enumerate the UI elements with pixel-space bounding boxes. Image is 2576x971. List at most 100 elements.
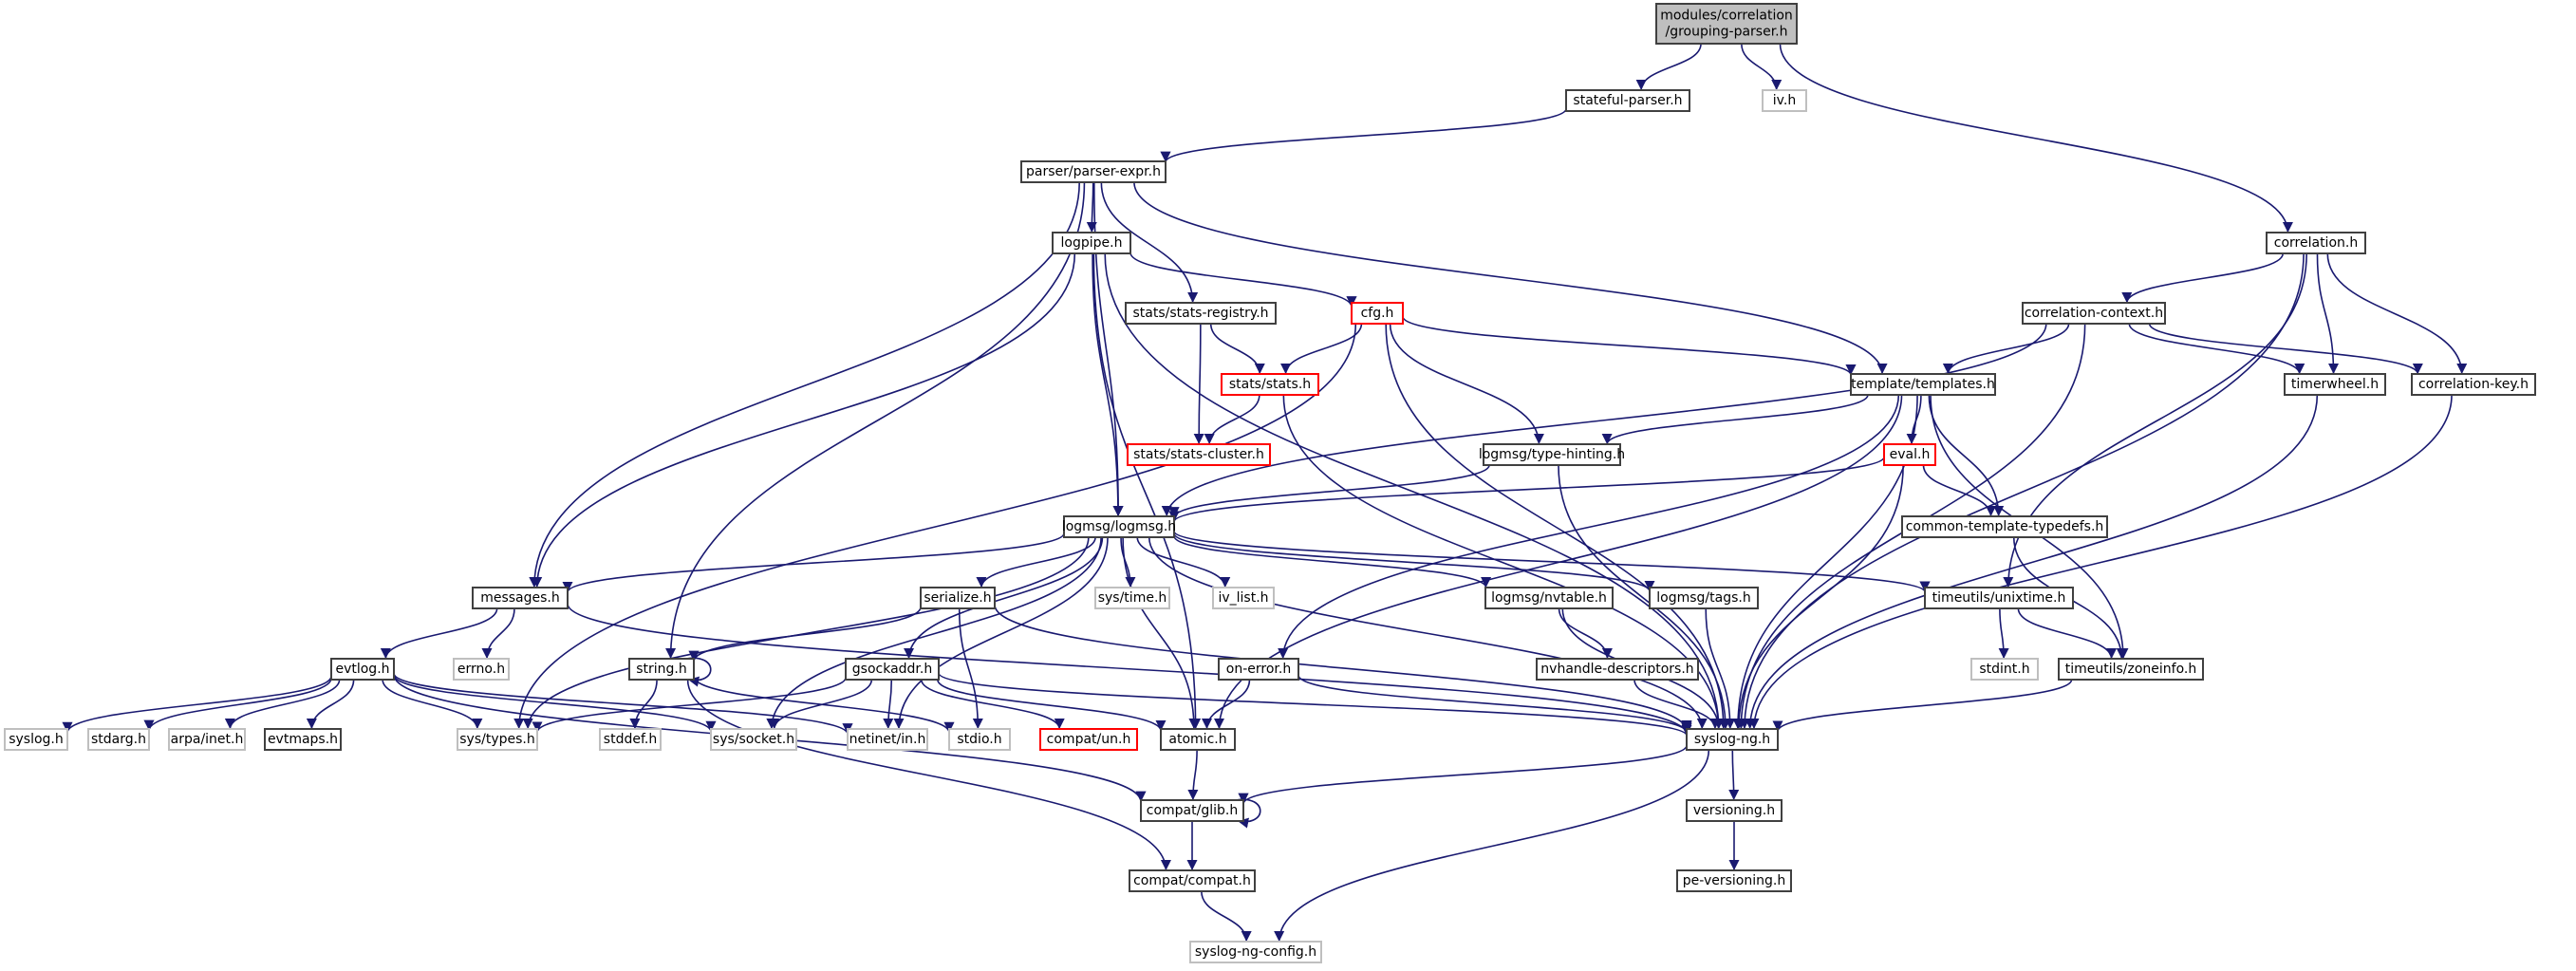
node-compat-un[interactable]: compat/un.h (1039, 728, 1138, 751)
node-stateful-parser[interactable]: stateful-parser.h (1565, 89, 1690, 112)
node-label: template/templates.h (1851, 377, 1995, 392)
node-correlation-context[interactable]: correlation-context.h (2022, 302, 2166, 325)
edge-line (1104, 252, 1725, 730)
node-atomic[interactable]: atomic.h (1160, 728, 1236, 751)
edge-line (1238, 744, 1688, 805)
node-logmsg[interactable]: logmsg/logmsg.h (1062, 515, 1176, 538)
edge-root-to-correlation (1779, 43, 2293, 233)
edge-line (1100, 181, 1199, 304)
node-nvhandle-descriptors[interactable]: nvhandle-descriptors.h (1536, 658, 1699, 681)
node-label: messages.h (480, 590, 560, 606)
node-root[interactable]: modules/correlation/grouping-parser.h (1655, 3, 1798, 45)
edge-line (685, 657, 712, 687)
node-on-error[interactable]: on-error.h (1218, 658, 1299, 681)
edge-cfg-to-templates (1402, 316, 1857, 376)
edge-line (1193, 323, 1204, 445)
edge-string-to-stddef (629, 679, 658, 730)
edge-eval-to-logmsg (1168, 456, 1885, 523)
node-string[interactable]: string.h (628, 658, 695, 681)
node-timerwheel[interactable]: timerwheel.h (2284, 373, 2386, 396)
edge-line (1705, 607, 1736, 730)
edge-cfg-to-syslog-ng (1385, 323, 1729, 730)
edge-type-hinting-to-logmsg (1168, 464, 1490, 518)
node-messages[interactable]: messages.h (472, 587, 569, 609)
node-stats-cluster[interactable]: stats/stats-cluster.h (1127, 443, 1271, 466)
edge-cfg-to-stats (1280, 323, 1363, 375)
node-zoneinfo[interactable]: timeutils/zoneinfo.h (2058, 658, 2204, 681)
node-label: logmsg/tags.h (1656, 590, 1750, 606)
node-parser-expr[interactable]: parser/parser-expr.h (1020, 160, 1167, 183)
edge-line (529, 181, 1080, 588)
node-label: parser/parser-expr.h (1026, 164, 1161, 179)
node-label: /grouping-parser.h (1665, 25, 1787, 40)
node-compat-compat[interactable]: compat/compat.h (1129, 869, 1256, 892)
edge-line (1280, 323, 1363, 375)
node-label: evtmaps.h (268, 732, 338, 747)
node-cfg[interactable]: cfg.h (1351, 302, 1404, 325)
node-errno: errno.h (453, 658, 510, 681)
node-templates[interactable]: template/templates.h (1850, 373, 1996, 396)
edge-gsockaddr-to-netinet-in (883, 679, 894, 730)
edge-serialize-to-string (688, 607, 922, 663)
node-syslog-ng[interactable]: syslog-ng.h (1686, 728, 1779, 751)
edge-line (1168, 464, 1490, 518)
edge-line (2148, 323, 2423, 375)
node-gsockaddr[interactable]: gsockaddr.h (845, 658, 940, 681)
node-versioning[interactable]: versioning.h (1686, 799, 1783, 822)
edge-line (513, 323, 1357, 730)
edge-compat-compat-to-syslog-ng-config (1201, 890, 1252, 943)
node-pe-versioning[interactable]: pe-versioning.h (1676, 869, 1792, 892)
edge-templates-to-type-hinting (1601, 394, 1869, 445)
edge-line (1209, 323, 1265, 375)
node-eval[interactable]: eval.h (1883, 443, 1936, 466)
node-box (168, 728, 246, 751)
node-logpipe[interactable]: logpipe.h (1052, 232, 1131, 254)
edge-line (532, 677, 847, 733)
edge-line (2128, 323, 2305, 375)
node-type-hinting[interactable]: logmsg/type-hinting.h (1479, 443, 1625, 466)
node-nvtable[interactable]: logmsg/nvtable.h (1484, 587, 1614, 609)
node-common-template-typedefs[interactable]: common-template-typedefs.h (1901, 515, 2108, 538)
edge-line (938, 672, 1692, 737)
node-evtlog[interactable]: evtlog.h (330, 658, 395, 681)
node-label: modules/correlation (1660, 9, 1793, 24)
node-serialize[interactable]: serialize.h (920, 587, 996, 609)
node-tags[interactable]: logmsg/tags.h (1649, 587, 1759, 609)
edge-logmsg-to-netinet-in (893, 536, 1109, 730)
node-box (2266, 232, 2366, 254)
node-label: stddef.h (604, 732, 657, 747)
node-stats-registry[interactable]: stats/stats-registry.h (1125, 302, 1277, 325)
node-box (1052, 232, 1131, 254)
node-unixtime[interactable]: timeutils/unixtime.h (1924, 587, 2074, 609)
node-correlation[interactable]: correlation.h (2266, 232, 2366, 254)
edge-line (532, 252, 1076, 588)
edge-logmsg-to-atomic (1122, 536, 1200, 730)
node-label: compat/compat.h (1133, 873, 1251, 888)
edge-eval-to-common-template-typedefs (1922, 464, 1997, 517)
node-box (2284, 373, 2386, 396)
node-sys-time: sys/time.h (1094, 587, 1170, 609)
edge-unixtime-to-stdint (1998, 607, 2009, 660)
edge-stateful-parser-to-parser-expr (1160, 108, 1567, 163)
edge-line (2326, 252, 2468, 375)
node-sys-types: sys/types.h (457, 728, 538, 751)
node-box (457, 728, 538, 751)
edge-line (1173, 535, 1492, 588)
node-box (710, 728, 797, 751)
node-label: logpipe.h (1061, 235, 1123, 251)
node-box (1484, 587, 1614, 609)
edge-evtlog-to-stdarg (143, 678, 332, 732)
node-label: compat/glib.h (1147, 803, 1238, 818)
node-box (2022, 302, 2166, 325)
node-label: logmsg/type-hinting.h (1479, 447, 1625, 462)
node-label: sys/types.h (459, 732, 534, 747)
node-box (628, 658, 695, 681)
edge-line (1136, 536, 1231, 588)
node-correlation-key[interactable]: correlation-key.h (2411, 373, 2536, 396)
node-evtmaps[interactable]: evtmaps.h (264, 728, 342, 751)
edge-compat-glib-to-compat-glib (1235, 798, 1261, 829)
node-label: sys/time.h (1098, 590, 1167, 606)
node-compat-glib[interactable]: compat/glib.h (1140, 799, 1244, 822)
edge-gsockaddr-to-sys-types (532, 677, 847, 733)
node-stats[interactable]: stats/stats.h (1221, 373, 1319, 396)
